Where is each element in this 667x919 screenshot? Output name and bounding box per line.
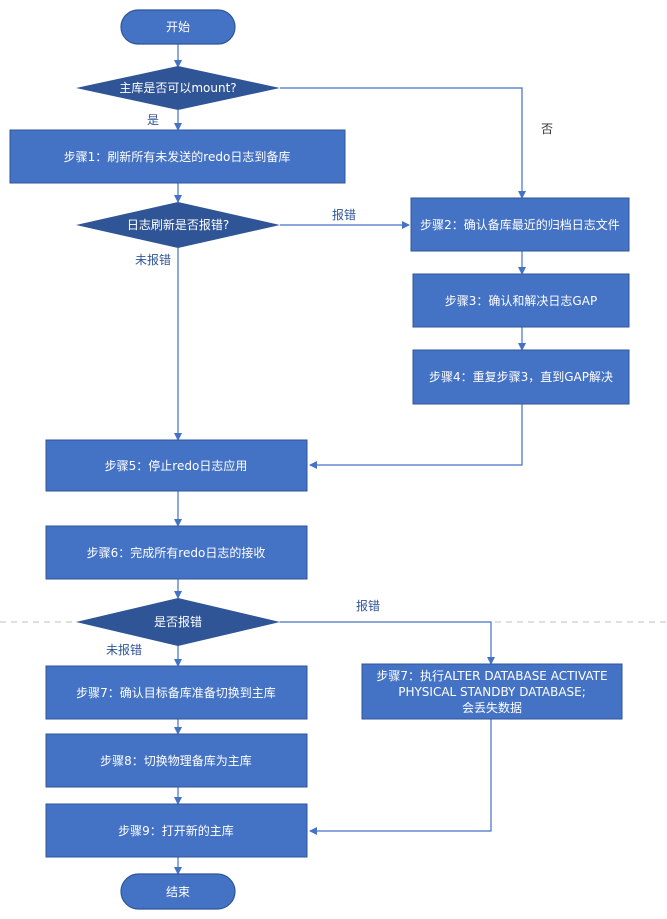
label-decision-no-error: 未报错 bbox=[106, 642, 142, 657]
step7b-line-2: PHYSICAL STANDBY DATABASE; bbox=[398, 685, 586, 699]
label-flush-error: 报错 bbox=[332, 207, 356, 222]
arrow-step4-to-step5 bbox=[309, 404, 523, 469]
step4-label: 步骤4：重复步骤3，直到GAP解决 bbox=[429, 370, 613, 384]
end-label: 结束 bbox=[166, 885, 190, 899]
step4-box: 步骤4：重复步骤3，直到GAP解决 bbox=[412, 349, 630, 405]
step1-box: 步骤1：刷新所有未发送的redo日志到备库 bbox=[9, 129, 346, 184]
step7a-label: 步骤7：确认目标备库准备切换到主库 bbox=[76, 685, 276, 700]
step2-box: 步骤2：确认备库最近的归档日志文件 bbox=[410, 197, 630, 252]
decision-error-label: 是否报错 bbox=[154, 614, 202, 629]
decision-flush: 日志刷新是否报错? bbox=[76, 202, 280, 248]
decision-flush-label: 日志刷新是否报错? bbox=[127, 217, 229, 232]
step7a-box: 步骤7：确认目标备库准备切换到主库 bbox=[45, 665, 308, 720]
step5-box: 步骤5：停止redo日志应用 bbox=[45, 439, 308, 492]
step8-box: 步骤8：切换物理备库为主库 bbox=[45, 733, 308, 788]
step3-label: 步骤3：确认和解决日志GAP bbox=[445, 294, 597, 308]
start-node: 开始 bbox=[120, 9, 236, 45]
step8-label: 步骤8：切换物理备库为主库 bbox=[100, 753, 252, 768]
label-no: 否 bbox=[541, 122, 553, 136]
decision-mount: 主库是否可以mount? bbox=[76, 66, 280, 110]
arrow-decision-error-to-step7b bbox=[280, 621, 495, 665]
step3-box: 步骤3：确认和解决日志GAP bbox=[412, 273, 630, 328]
end-node: 结束 bbox=[120, 873, 236, 910]
step2-label: 步骤2：确认备库最近的归档日志文件 bbox=[420, 217, 620, 232]
label-yes: 是 bbox=[147, 113, 159, 127]
step7b-box: 步骤7：执行ALTER DATABASE ACTIVATE PHYSICAL S… bbox=[361, 663, 623, 720]
label-decision-error: 报错 bbox=[356, 598, 380, 613]
decision-mount-label: 主库是否可以mount? bbox=[119, 80, 236, 95]
arrow-step7b-to-step9 bbox=[309, 719, 492, 835]
step9-box: 步骤9：打开新的主库 bbox=[45, 803, 308, 858]
arrow-mount-no-to-step2 bbox=[280, 87, 526, 199]
connectors bbox=[174, 44, 526, 875]
start-label: 开始 bbox=[166, 20, 190, 34]
step6-box: 步骤6：完成所有redo日志的接收 bbox=[45, 525, 308, 580]
step7b-line-3: 会丢失数据 bbox=[462, 700, 522, 715]
step9-label: 步骤9：打开新的主库 bbox=[118, 823, 234, 838]
step1-label: 步骤1：刷新所有未发送的redo日志到备库 bbox=[64, 149, 291, 164]
step6-label: 步骤6：完成所有redo日志的接收 bbox=[87, 545, 266, 560]
label-flush-no-error: 未报错 bbox=[135, 252, 171, 267]
step5-label: 步骤5：停止redo日志应用 bbox=[105, 458, 248, 473]
decision-error: 是否报错 bbox=[76, 598, 280, 646]
step7b-line-1: 步骤7：执行ALTER DATABASE ACTIVATE bbox=[376, 669, 607, 683]
